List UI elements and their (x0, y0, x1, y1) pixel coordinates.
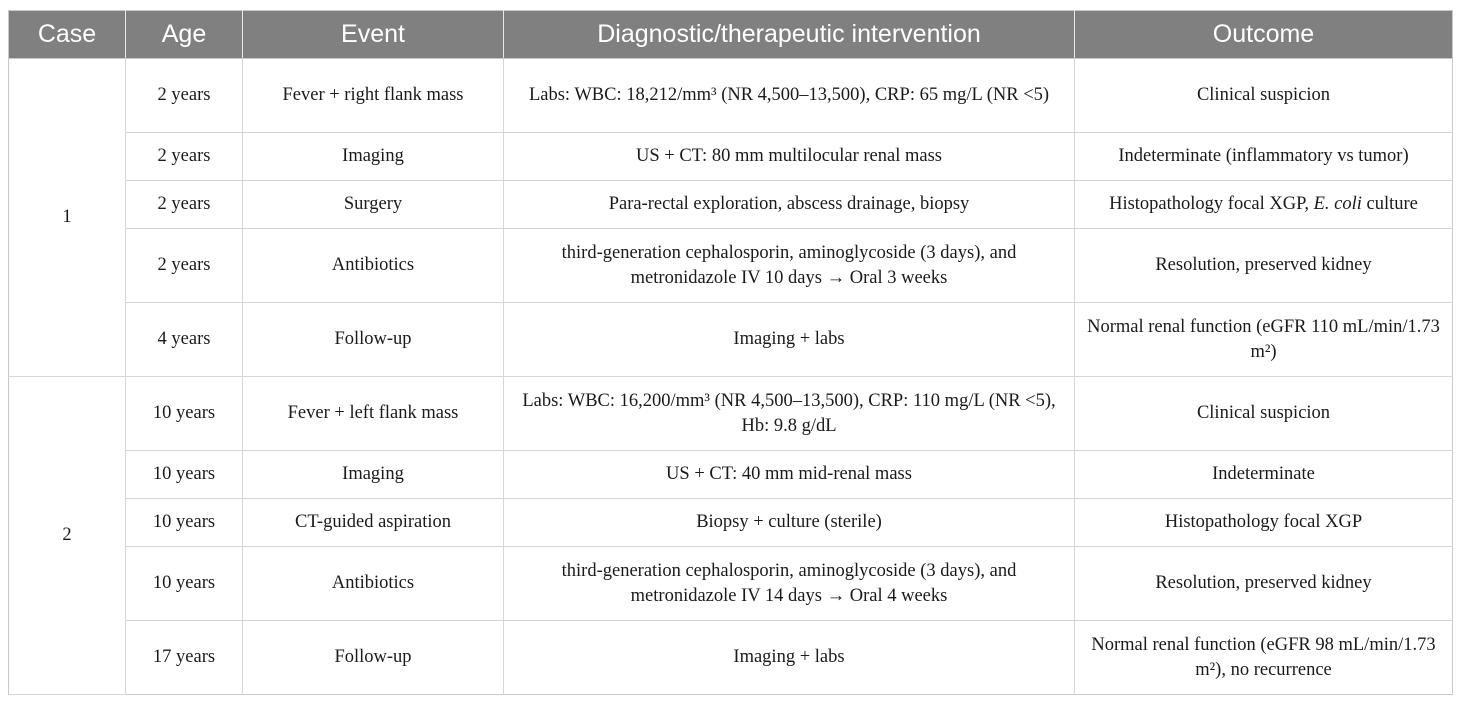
outcome-cell: Indeterminate (1074, 450, 1453, 499)
table-row: 2 years Antibiotics third-generation cep… (9, 228, 1453, 303)
event-cell: Fever + right flank mass (242, 58, 504, 133)
outcome-cell: Indeterminate (inflammatory vs tumor) (1074, 132, 1453, 181)
column-header-intervention: Diagnostic/therapeutic intervention (503, 10, 1075, 59)
outcome-cell: Clinical suspicion (1074, 58, 1453, 133)
event-cell: Follow-up (242, 302, 504, 377)
table-header-row: Case Age Event Diagnostic/therapeutic in… (8, 10, 1453, 59)
intervention-cell: third-generation cephalosporin, aminogly… (503, 546, 1075, 621)
table-row: 1 2 years Fever + right flank mass Labs:… (8, 58, 1453, 377)
intervention-cell: Labs: WBC: 16,200/mm³ (NR 4,500–13,500),… (503, 376, 1075, 451)
intervention-cell: US + CT: 80 mm multilocular renal mass (503, 132, 1075, 181)
column-header-age: Age (125, 10, 243, 59)
outcome-cell: Normal renal function (eGFR 98 mL/min/1.… (1091, 635, 1436, 680)
column-header-case: Case (8, 10, 126, 59)
outcome-text-organism: E. coli (1313, 194, 1362, 215)
column-header-outcome: Outcome (1074, 10, 1453, 59)
outcome-cell: Resolution, preserved kidney (1074, 546, 1453, 621)
outcome-cell: Normal renal function (eGFR 110 mL/min/1… (1074, 302, 1453, 377)
intervention-cell: Biopsy + culture (sterile) (503, 498, 1075, 547)
age-cell: 10 years (125, 450, 243, 499)
intervention-cell: third-generation cephalosporin, aminogly… (503, 228, 1075, 303)
outcome-cell: Resolution, preserved kidney (1074, 228, 1453, 303)
clinical-case-table: Case Age Event Diagnostic/therapeutic in… (8, 10, 1453, 695)
intervention-cell: Imaging + labs (503, 620, 1075, 695)
intervention-cell: Imaging + labs (503, 302, 1075, 377)
intervention-cell: US + CT: 40 mm mid-renal mass (503, 450, 1075, 499)
event-cell: Antibiotics (242, 228, 504, 303)
table-row: 2 10 years Fever + left flank mass Labs:… (8, 376, 1453, 695)
table-row: 10 years Antibiotics third-generation ce… (9, 546, 1453, 621)
table-row: 10 years Imaging US + CT: 40 mm mid-rena… (9, 450, 1453, 499)
table-row: 2 years Surgery Para-rectal exploration,… (9, 180, 1453, 229)
table-row: 17 years Follow-up Imaging + labs Normal… (9, 620, 1453, 695)
event-cell: Follow-up (242, 620, 504, 695)
event-cell: Antibiotics (242, 546, 504, 621)
age-cell: 10 years (125, 498, 243, 547)
table-row: 2 years Imaging US + CT: 80 mm multilocu… (9, 132, 1453, 181)
age-cell: 2 years (125, 58, 243, 133)
outcome-text-post: culture (1361, 194, 1418, 215)
case-table-container: Case Age Event Diagnostic/therapeutic in… (8, 10, 1453, 695)
outcome-text-pre: Histopathology focal XGP, (1109, 194, 1314, 215)
age-cell: 4 years (125, 302, 243, 377)
outcome-cell: Histopathology focal XGP (1074, 498, 1453, 547)
column-header-event: Event (242, 10, 504, 59)
age-cell: 2 years (125, 180, 243, 229)
event-cell: Imaging (242, 132, 504, 181)
table-row: 10 years CT-guided aspiration Biopsy + c… (9, 498, 1453, 547)
event-cell: Fever + left flank mass (242, 376, 504, 451)
age-cell: 2 years (125, 132, 243, 181)
age-cell: 10 years (125, 376, 243, 451)
age-cell: 17 years (125, 620, 243, 695)
intervention-cell: Labs: WBC: 18,212/mm³ (NR 4,500–13,500),… (503, 58, 1075, 133)
outcome-cell: Clinical suspicion (1074, 376, 1453, 451)
outcome-cell: Histopathology focal XGP, E. coli cultur… (1074, 180, 1453, 229)
event-cell: CT-guided aspiration (242, 498, 504, 547)
event-cell: Imaging (242, 450, 504, 499)
case-number-cell: 2 (8, 376, 126, 695)
table-body: 1 2 years Fever + right flank mass Labs:… (8, 58, 1453, 695)
table-row: 4 years Follow-up Imaging + labs Normal … (9, 302, 1453, 377)
age-cell: 10 years (125, 546, 243, 621)
case-number-cell: 1 (8, 58, 126, 377)
intervention-cell: Para-rectal exploration, abscess drainag… (503, 180, 1075, 229)
table-header: Case Age Event Diagnostic/therapeutic in… (8, 10, 1453, 59)
event-cell: Surgery (242, 180, 504, 229)
age-cell: 2 years (125, 228, 243, 303)
